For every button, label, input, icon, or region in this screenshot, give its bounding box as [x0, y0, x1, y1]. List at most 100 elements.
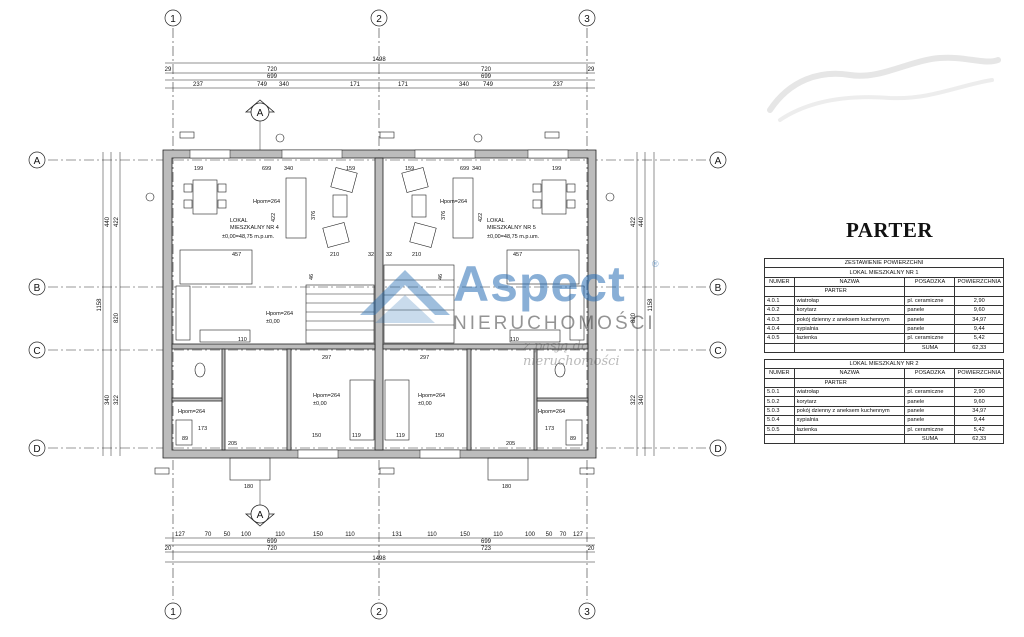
dim-bottom-part-14: 70: [560, 532, 567, 538]
dim-left-part-5: 322: [114, 394, 120, 405]
svg-text:A: A: [257, 108, 264, 119]
dim-bottom-part-11: 110: [493, 532, 503, 538]
dim-bottom-part-13: 50: [546, 532, 553, 538]
axis-label-3-bottom: 3: [584, 607, 590, 618]
room-dim: 205: [228, 441, 237, 447]
dim-top-part-2: 749: [257, 82, 268, 88]
dim-bottom-part-9: 110: [427, 532, 437, 538]
room-dim: 699: [460, 166, 469, 172]
room-dim: 297: [322, 355, 331, 361]
dim-bottom-part-10: 150: [460, 532, 471, 538]
room-dim: 180: [244, 484, 253, 490]
col-header: NUMER: [764, 276, 795, 288]
axis-label-c-right: C: [714, 346, 721, 357]
table-caption: ZESTAWIENIE POWIERZCHNI: [764, 257, 1004, 269]
unit-4-label-line1: LOKAL: [230, 218, 248, 224]
col-header: NAZWA: [793, 368, 906, 379]
dimension-chain-top: 1498 720 720 699 699 29 29 237 749 340 1…: [165, 57, 595, 89]
room-dim: 159: [346, 166, 355, 172]
dim-bottom-overall: 1498: [372, 556, 386, 562]
room-dim: 110: [238, 337, 247, 343]
unit-5-label-line2: MIESZKALNY NR 5: [487, 225, 536, 231]
room-height-tag: Hpom=264: [253, 199, 280, 205]
dimension-chain-left: 1158 440 422 820 340 322: [97, 152, 121, 456]
dimension-chain-right: 1158 440 422 820 340 322: [631, 152, 655, 456]
room-dim: 150: [435, 433, 444, 439]
room-dim: 46: [309, 274, 315, 280]
dim-right-part-3: 820: [631, 312, 637, 323]
room-dim: 376: [441, 211, 447, 220]
dim-bottom-part-6: 150: [313, 532, 324, 538]
page-title: PARTER: [846, 218, 934, 242]
dimension-chain-bottom: 127 70 50 100 110 150 110 131 110 150 11…: [165, 532, 595, 563]
room-level-tag: ±0,00: [313, 401, 327, 407]
room-dim: 89: [182, 436, 188, 442]
dim-bottom-part-1: 127: [175, 532, 186, 538]
unit-5-area: ±0,00=48,75 m.p.um.: [487, 234, 540, 240]
room-dim: 119: [352, 433, 361, 439]
unit-4-area: ±0,00=48,75 m.p.um.: [222, 234, 275, 240]
dim-top-half-right: 720: [481, 67, 492, 73]
dim-top-end-right: 29: [588, 67, 595, 73]
col-header: POWIERZCHNIA: [954, 368, 1004, 379]
dim-bottom-inner-left: 699: [267, 539, 278, 545]
room-level-tag: ±0,00: [418, 401, 432, 407]
signature-mark: [767, 54, 1001, 122]
axis-label-d-right: D: [714, 444, 721, 455]
axis-label-d-left: D: [33, 444, 40, 455]
dim-bottom-inner-right: 699: [481, 539, 492, 545]
axis-bubbles-horizontal: A B C D A B C D: [28, 151, 727, 457]
dim-right-part-2: 422: [631, 216, 637, 227]
room-height-tag: Hpom=264: [440, 199, 467, 205]
dim-left-part-2: 422: [114, 216, 120, 227]
room-dim: 340: [472, 166, 481, 172]
dim-bottom-half-right: 723: [481, 546, 492, 552]
col-header: NAZWA: [793, 276, 906, 288]
room-dim: 32: [386, 252, 392, 258]
room-dim: 457: [513, 252, 522, 258]
floor-label: PARTER: [793, 377, 906, 389]
room-dim: 210: [412, 252, 421, 258]
unit-4-label-line2: MIESZKALNY NR 4: [230, 225, 279, 231]
dim-right-overall: 1158: [648, 298, 654, 312]
dim-right-part-1: 440: [639, 216, 645, 227]
dim-left-part-4: 340: [105, 394, 111, 405]
dim-bottom-half-left: 720: [267, 546, 278, 552]
exterior-walls: [162, 149, 597, 481]
dim-bottom-part-8: 131: [392, 532, 403, 538]
dim-bottom-part-4: 100: [241, 532, 252, 538]
axis-label-c-left: C: [33, 346, 40, 357]
axis-bubbles-vertical: 1 2 3 1 2 3: [164, 9, 596, 620]
dim-top-overall: 1498: [372, 57, 386, 63]
room-dim: 110: [510, 337, 519, 343]
dim-bottom-end-right: 20: [588, 546, 595, 552]
room-dim: 297: [420, 355, 429, 361]
dim-bottom-part-7: 110: [345, 532, 355, 538]
room-height-tag: Hpom=264: [178, 409, 205, 415]
floor-label: PARTER: [793, 286, 906, 297]
room-dim: 376: [311, 211, 317, 220]
dim-top-part-4: 171: [350, 82, 361, 88]
floor-plan-drawing: 1 2 3 1 2 3 A B C D A B C D 1498 720 720…: [28, 9, 727, 620]
room-dim: 159: [405, 166, 414, 172]
dim-right-part-5: 322: [631, 394, 637, 405]
dim-left-part-1: 440: [105, 216, 111, 227]
dim-left-part-3: 820: [114, 312, 120, 323]
col-header: POWIERZCHNIA: [954, 276, 1004, 288]
dim-bottom-part-3: 50: [224, 532, 231, 538]
room-dim: 422: [271, 213, 277, 222]
axis-label-a-right: A: [715, 156, 722, 167]
dim-top-part-5: 171: [398, 82, 409, 88]
room-dim: 119: [396, 433, 405, 439]
dim-top-inner-right: 699: [481, 74, 492, 80]
room-dim: 173: [545, 426, 554, 432]
dim-bottom-part-12: 100: [525, 532, 536, 538]
